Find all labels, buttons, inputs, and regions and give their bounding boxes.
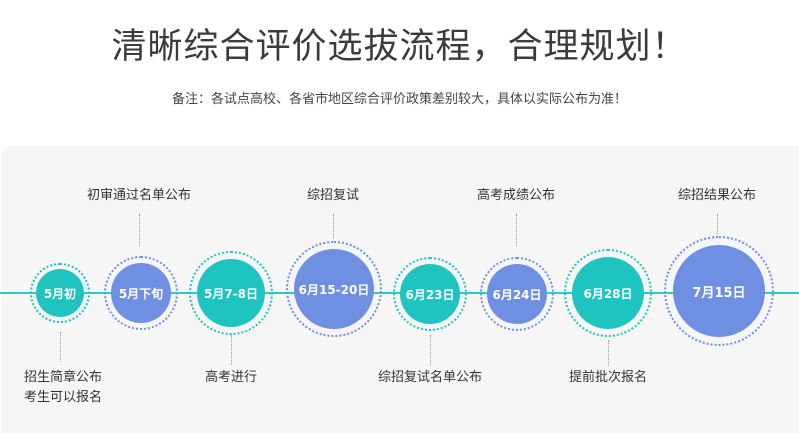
page-title: 清晰综合评价选拔流程，合理规划！ — [111, 27, 688, 67]
timeline-node: 7月15日 — [664, 236, 774, 346]
dotted-ring — [30, 263, 90, 323]
dotted-ring — [564, 249, 652, 337]
node-date: 6月23日 — [400, 264, 460, 324]
top-label: 综招结果公布 — [677, 188, 757, 203]
node-date: 5月7-8日 — [197, 259, 265, 327]
timeline-node: 5月下旬 — [104, 256, 178, 330]
connector-line — [608, 340, 609, 366]
timeline-node: 5月7-8日 — [189, 251, 273, 335]
timeline-node: 6月28日 — [564, 249, 652, 337]
timeline-node: 6月24日 — [480, 257, 554, 331]
connector-line — [139, 214, 140, 246]
connector-line — [430, 335, 431, 365]
connector-line — [516, 214, 517, 246]
node-date: 6月28日 — [572, 257, 644, 329]
dotted-ring — [286, 241, 382, 337]
connector-line — [231, 335, 232, 365]
dotted-ring — [480, 257, 554, 331]
dotted-ring — [189, 251, 273, 335]
node-date: 7月15日 — [673, 245, 765, 337]
page-note: 备注：各试点高校、各省市地区综合评价政策差别较大，具体以实际公布为准！ — [171, 92, 627, 107]
timeline-node: 6月23日 — [393, 257, 467, 331]
bottom-label: 考生可以报名 — [24, 390, 103, 405]
timeline-node: 6月15-20日 — [286, 241, 382, 337]
top-label: 综招复试 — [306, 188, 360, 203]
bottom-label: 综招复试名单公布 — [377, 370, 483, 385]
dotted-ring — [393, 257, 467, 331]
node-date: 5月初 — [36, 269, 84, 317]
bottom-label: 提前批次报名 — [568, 370, 648, 385]
dotted-ring — [664, 236, 774, 346]
connector-line — [717, 214, 718, 234]
node-date: 6月24日 — [487, 264, 547, 324]
timeline-node: 5月初 — [30, 263, 90, 323]
node-date: 6月15-20日 — [294, 249, 374, 329]
connector-line — [60, 332, 61, 362]
bottom-label: 高考进行 — [204, 370, 258, 385]
node-date: 5月下旬 — [111, 263, 171, 323]
dotted-ring — [104, 256, 178, 330]
top-label: 初审通过名单公布 — [86, 188, 192, 203]
bottom-label: 招生简章公布 — [24, 370, 103, 385]
connector-line — [333, 214, 334, 238]
top-label: 高考成绩公布 — [476, 188, 556, 203]
